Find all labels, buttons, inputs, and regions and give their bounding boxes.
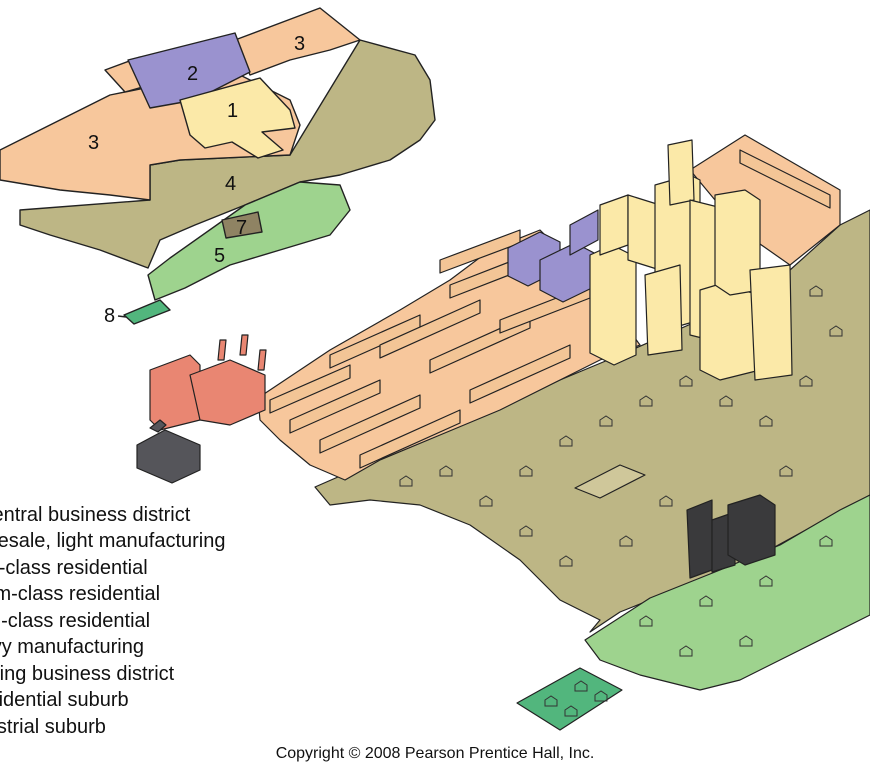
wholesale-buildings [507,209,599,303]
cbd-skyscrapers [589,139,793,381]
legend-item: 2Wholesale, light manufacturing [0,530,226,552]
legend-item: 3Low-class residential [0,556,148,579]
city-perspective [136,134,870,731]
legend-item: 1Central business district [0,503,191,526]
copyright-notice: Copyright © 2008 Pearson Prentice Hall, … [275,745,595,762]
legend-item: 7Outlying business district [0,662,175,685]
residential-suburb-patch [516,667,623,731]
zone-label: 8 [104,305,115,327]
zone-label: 2 [187,63,198,85]
legend: 1Central business district 2Wholesale, l… [0,494,300,733]
legend-item: 5High-class residential [0,609,151,632]
industrial-suburb-buildings [136,419,201,484]
zone-map [0,7,436,325]
legend-item: 4Medium-class residential [0,583,161,605]
zone-8-residential-suburb [123,299,171,325]
house-texture [399,285,843,717]
long-building [574,464,646,499]
zone-3-low-class-residential-top [234,7,361,76]
zone-label: 3 [294,33,305,55]
zone-label: 7 [236,217,247,239]
legend-item: 8Residential suburb [0,689,129,711]
row-houses [269,149,831,469]
zone-map-labels: 1 2 3 3 4 5 7 8 [88,33,305,327]
zone-label: 3 [88,132,99,154]
legend-item: 6Heavy manufacturing [0,636,144,658]
zone-label: 1 [227,100,238,122]
zone-8-leader-line [117,315,127,318]
zone-5-high-class-residential [147,181,351,301]
legend-item: 9Industrial suburb [0,715,106,733]
heavy-manufacturing-buildings [149,334,267,431]
outlying-business-buildings [686,494,776,579]
zone-7-outlying-business-district [221,211,263,239]
zone-label: 5 [214,245,225,267]
zone-label: 4 [225,173,236,195]
zone-1-central-business-district [179,77,296,159]
zone-2-wholesale-light-manufacturing [127,32,251,109]
